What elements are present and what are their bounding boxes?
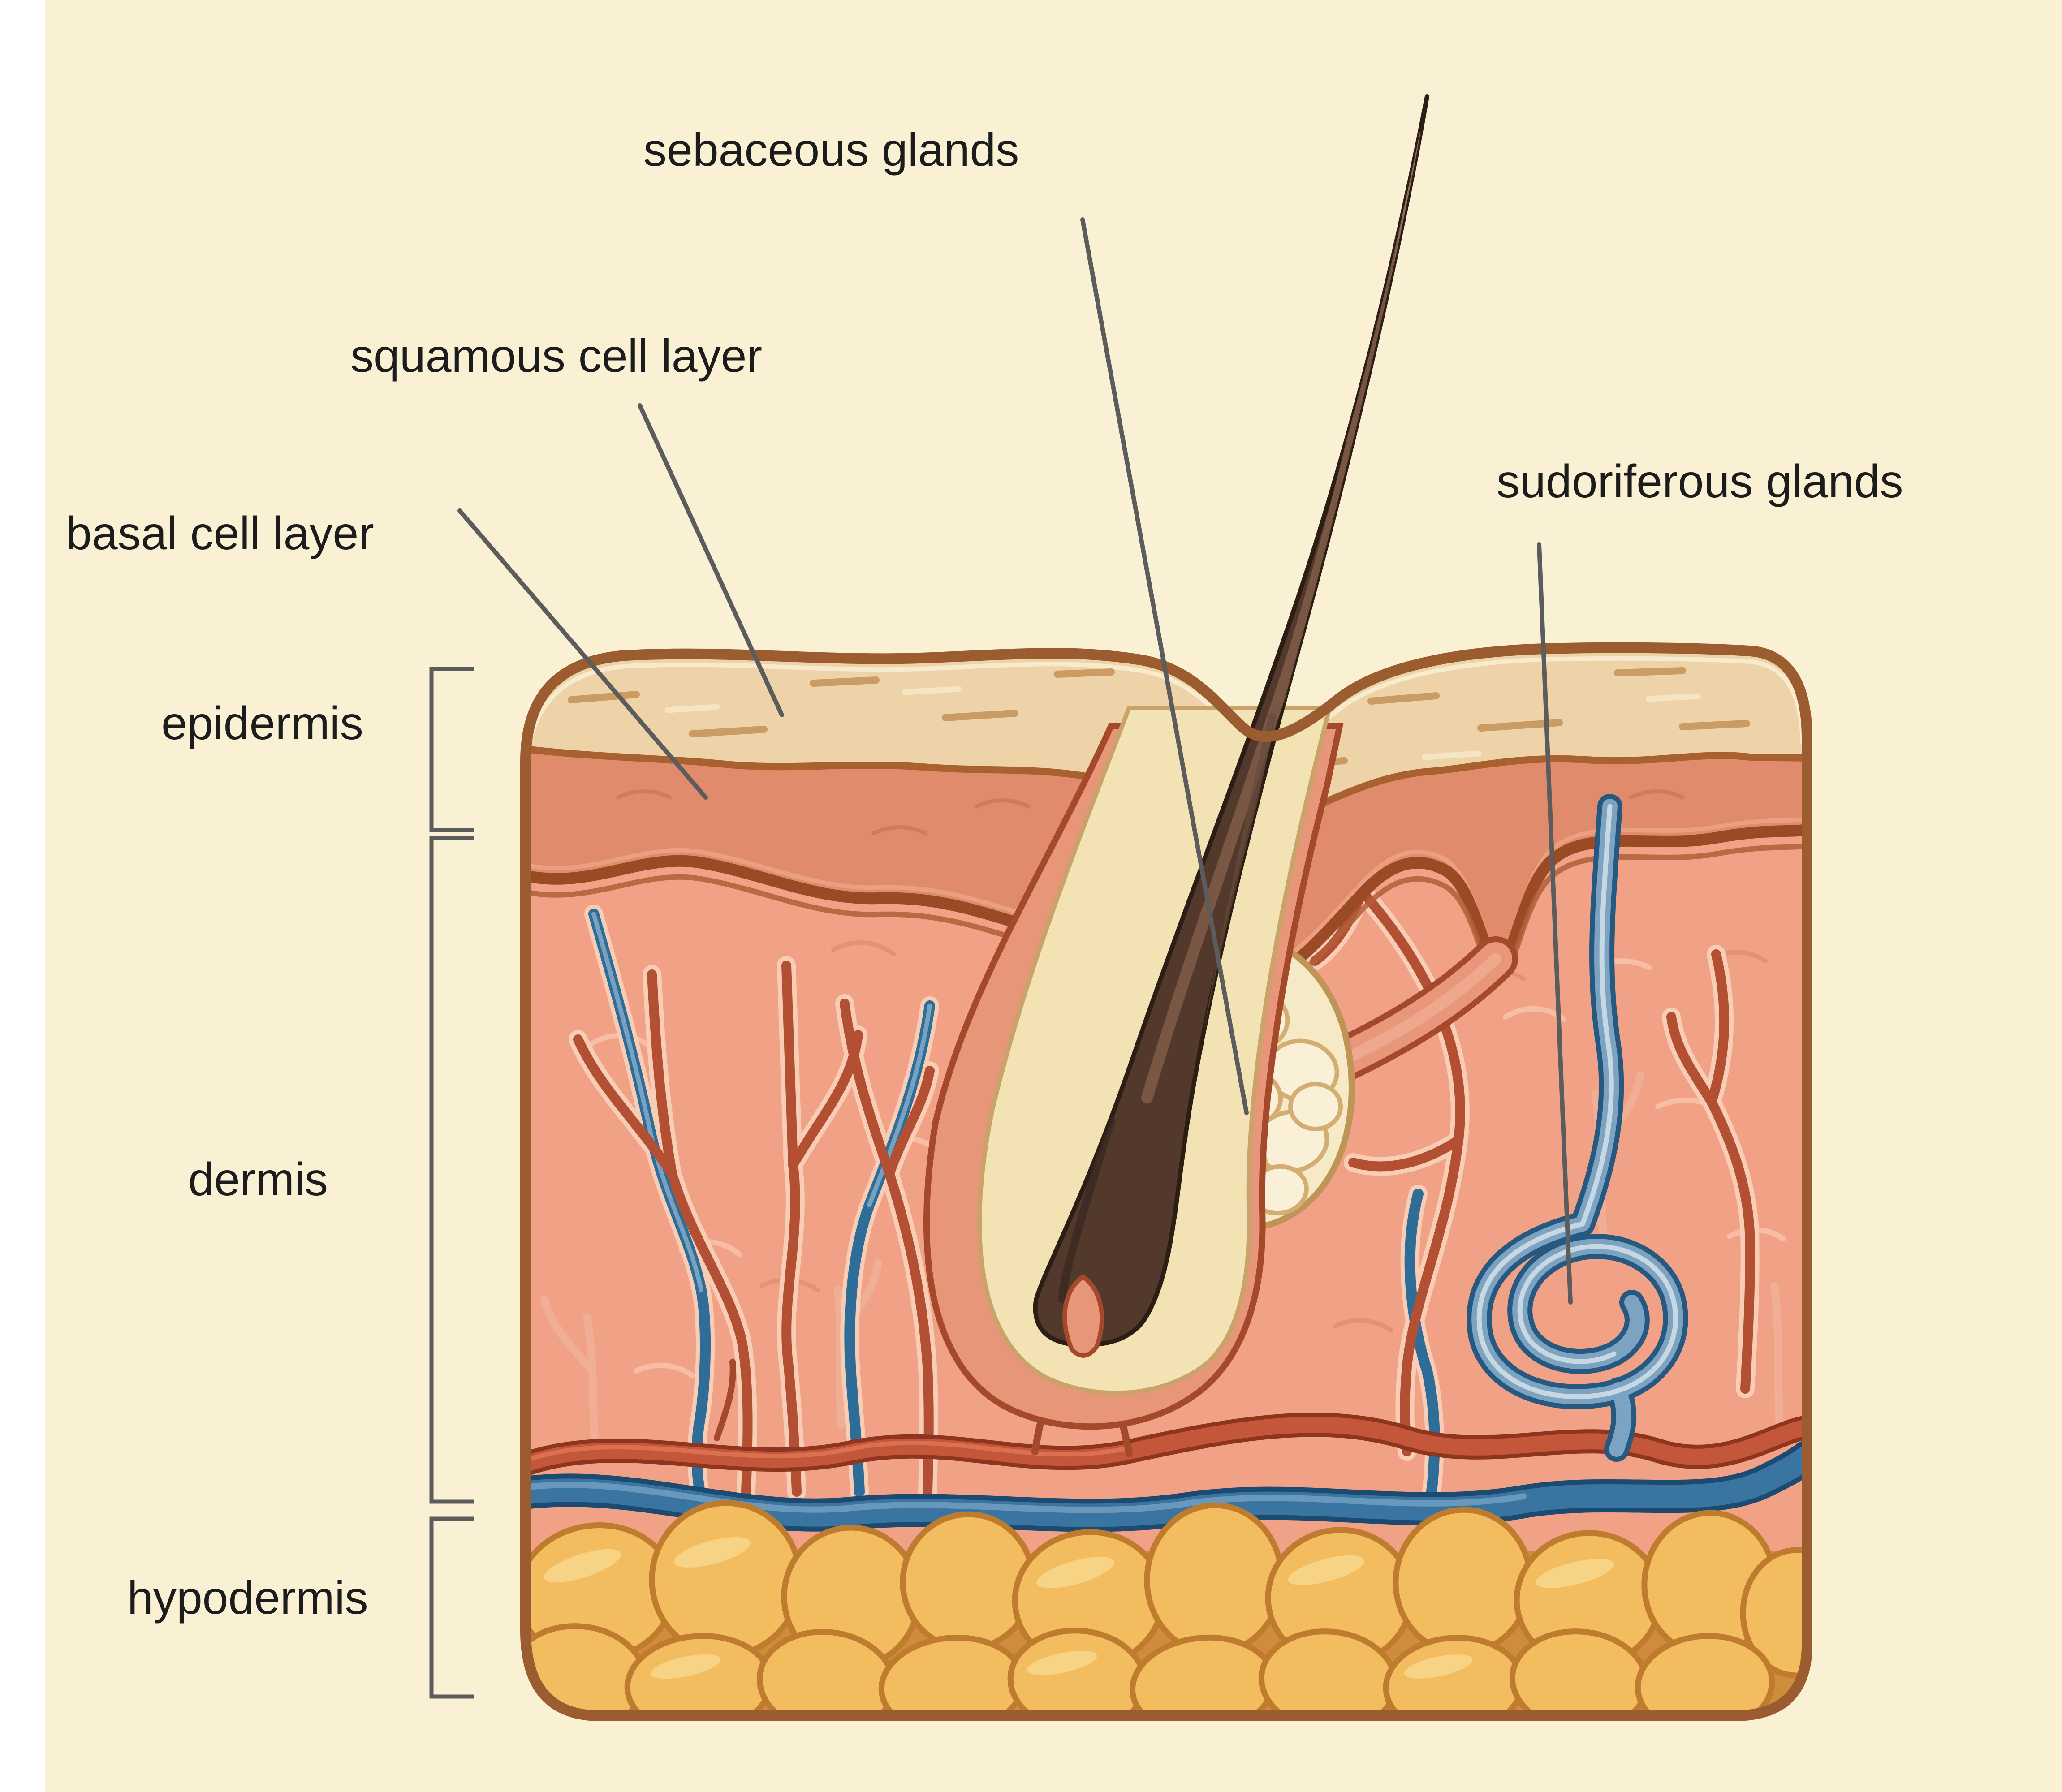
skin-block-border [520,642,1812,1721]
hypodermis-layer [526,1500,1807,1716]
left-margin-strip [0,0,45,1792]
label-sebaceous-glands: sebaceous glands [643,124,1019,176]
label-squamous-cell-layer: squamous cell layer [350,330,762,382]
pointer-line-basal [457,508,708,800]
stratum-dashes-light [664,686,1701,760]
blue-vessel-highlights [591,912,932,1292]
label-hypodermis: hypodermis [127,1572,368,1624]
bracket-hypodermis [429,1516,474,1699]
dermal-papilla [1062,1274,1104,1358]
pointer-line-squamous [638,403,784,717]
label-epidermis: epidermis [161,698,363,750]
pointer-line-sebaceous [1080,217,1249,1115]
epidermis-texture [616,789,1685,836]
pointer-lines [457,217,1573,1305]
hair-shaft [1033,94,1429,1358]
label-sudoriferous-glands: sudoriferous glands [1497,456,1903,508]
artery [526,1347,1807,1476]
label-basal-cell-layer: basal cell layer [66,508,374,560]
fat-lobules [526,1500,1807,1716]
pointer-line-sudoriferous [1537,542,1573,1305]
label-dermis: dermis [188,1154,328,1206]
layer-brackets [429,667,474,1699]
bracket-dermis [429,836,474,1504]
fat-highlights [544,1537,1614,1679]
bracket-epidermis [429,667,474,832]
sudoriferous-gland-shape [1467,794,1688,1462]
